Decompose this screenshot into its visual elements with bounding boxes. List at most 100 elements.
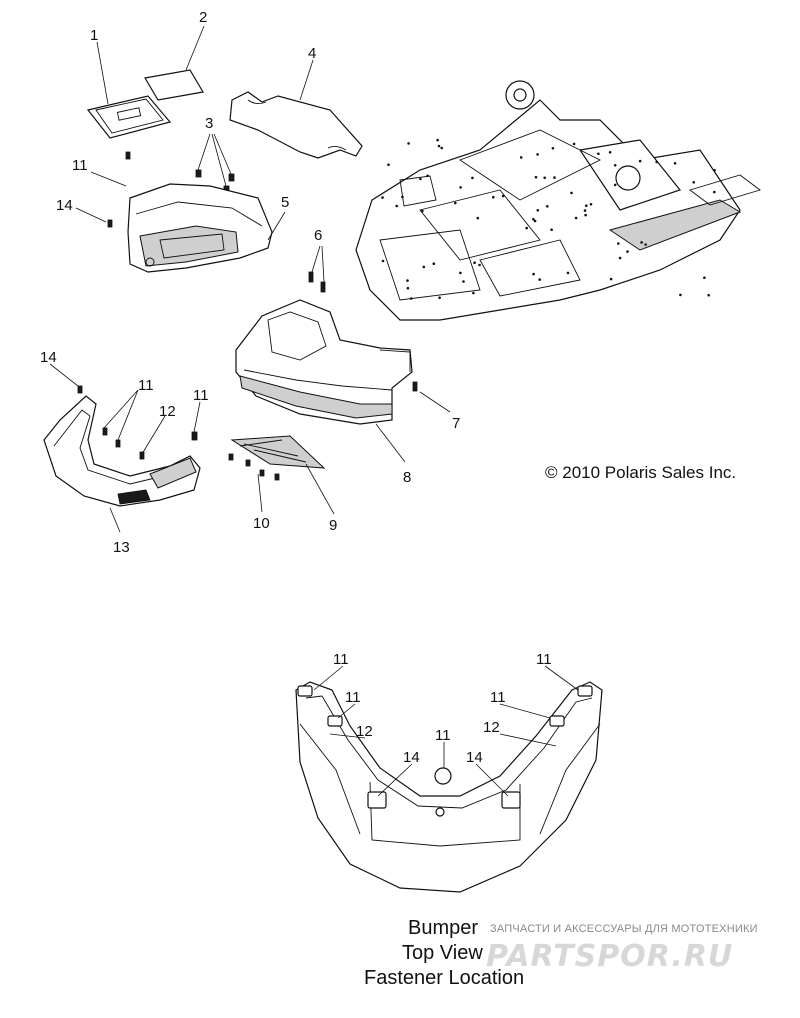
rivet-dot (638, 159, 642, 163)
callout-12-a: 12 (159, 403, 176, 420)
part-7-fastener (412, 381, 418, 392)
rivet-dot (407, 142, 410, 145)
rivet-dot (406, 279, 409, 282)
watermark-tagline: ЗАПЧАСТИ И АКСЕССУАРЫ ДЛЯ МОТОТЕХНИКИ (490, 923, 758, 935)
rivet-dot (553, 176, 556, 179)
rivet-dot (570, 191, 573, 195)
rivet-dot (644, 243, 647, 246)
callout-12-b: 12 (356, 723, 373, 740)
callout-6: 6 (314, 227, 322, 244)
caption-line-bumper: Bumper (408, 917, 478, 939)
callout-11-h: 11 (435, 727, 451, 744)
rivet-dot (613, 183, 617, 187)
rivet-dot (473, 261, 476, 265)
callout-9: 9 (329, 517, 337, 534)
rivet-dot (401, 195, 404, 199)
rivet-dot (454, 201, 457, 205)
copyright-text: © 2010 Polaris Sales Inc. (545, 463, 736, 482)
callout-14-d: 14 (466, 749, 483, 766)
part-2-sheet (144, 69, 204, 101)
rivet-dot (584, 213, 587, 217)
rivet-dot (419, 177, 422, 181)
rivet-dot (626, 250, 629, 253)
rivet-dot (585, 204, 588, 207)
rivet-dot (381, 259, 385, 263)
rivet-dot (421, 209, 424, 213)
callout-11-a: 11 (72, 157, 88, 174)
callout-11-c: 11 (193, 387, 209, 404)
rivet-dot (713, 190, 716, 194)
callout-13: 13 (113, 539, 130, 556)
callout-11-e: 11 (536, 651, 552, 668)
rivet-dot (566, 271, 570, 275)
rivet-dot (655, 160, 658, 164)
bumper-top-view (295, 665, 603, 893)
callout-3: 3 (205, 115, 213, 132)
rivet-dot (550, 228, 553, 231)
rivet-dot (597, 152, 600, 156)
callout-7: 7 (452, 415, 460, 432)
rivet-dot (572, 142, 576, 146)
rivet-dot (476, 216, 480, 220)
rivet-dot (538, 278, 541, 281)
rivet-dot (426, 174, 429, 178)
rivet-dot (673, 162, 677, 165)
left-group-fasteners (77, 151, 198, 460)
callout-14-a: 14 (56, 197, 73, 214)
rivet-dot (387, 163, 390, 166)
rivet-dot (532, 218, 535, 221)
rivet-dot (707, 293, 710, 297)
callout-10: 10 (253, 515, 270, 532)
rivet-dot (713, 169, 716, 172)
rivet-dot (574, 216, 578, 220)
rivet-dot (492, 195, 495, 199)
rivet-dot (589, 203, 593, 206)
rivet-dot (609, 277, 613, 281)
rivet-dot (437, 144, 441, 148)
callout-14-c: 14 (403, 749, 420, 766)
rivet-dot (422, 265, 426, 269)
rivet-dot (551, 147, 555, 150)
rivet-dot (692, 181, 695, 184)
rivet-dot (381, 196, 384, 199)
part-10-screws (228, 453, 280, 481)
rivet-dot (459, 186, 462, 189)
callout-11-b: 11 (138, 377, 154, 394)
callout-8: 8 (403, 469, 411, 486)
rivet-dot (519, 156, 523, 159)
rivet-dot (583, 209, 587, 212)
watermark: ЗАПЧАСТИ И АКСЕССУАРЫ ДЛЯ МОТОТЕХНИКИ PA… (486, 923, 758, 974)
rivet-dot (617, 242, 620, 245)
callout-2: 2 (199, 9, 207, 26)
rivet-dot (471, 176, 474, 180)
bumper-caption: Bumper Top View Fastener Location (364, 917, 524, 989)
rivet-dot (406, 286, 410, 290)
part-1-tray (86, 95, 172, 139)
rivet-dot (478, 263, 481, 267)
rivet-dot (536, 209, 540, 212)
part-8-nose-pan (235, 299, 413, 425)
part-6-fasteners (308, 245, 326, 293)
rivet-dot (613, 164, 617, 167)
callout-14-b: 14 (40, 349, 57, 366)
rivet-dot (608, 151, 612, 154)
rivet-dot (640, 241, 643, 244)
rivet-dot (679, 293, 682, 297)
part-5-console (127, 183, 273, 273)
rivet-dot (536, 153, 539, 156)
rivet-dot (533, 219, 537, 223)
rivet-dot (436, 138, 439, 142)
rivet-dot (432, 262, 436, 266)
rivet-dot (543, 176, 546, 180)
callout-labels: 1 2 4 3 11 14 5 6 14 11 11 12 7 8 9 10 1… (40, 9, 552, 766)
rivet-dot (440, 146, 444, 150)
rivet-dot (459, 271, 462, 275)
rivet-dot (703, 276, 706, 280)
caption-line-fastener-location: Fastener Location (364, 967, 524, 989)
rivet-dot (618, 256, 622, 260)
part-3-fasteners (195, 133, 235, 194)
part-4-gasket (229, 91, 363, 159)
rivet-dot (395, 204, 399, 208)
